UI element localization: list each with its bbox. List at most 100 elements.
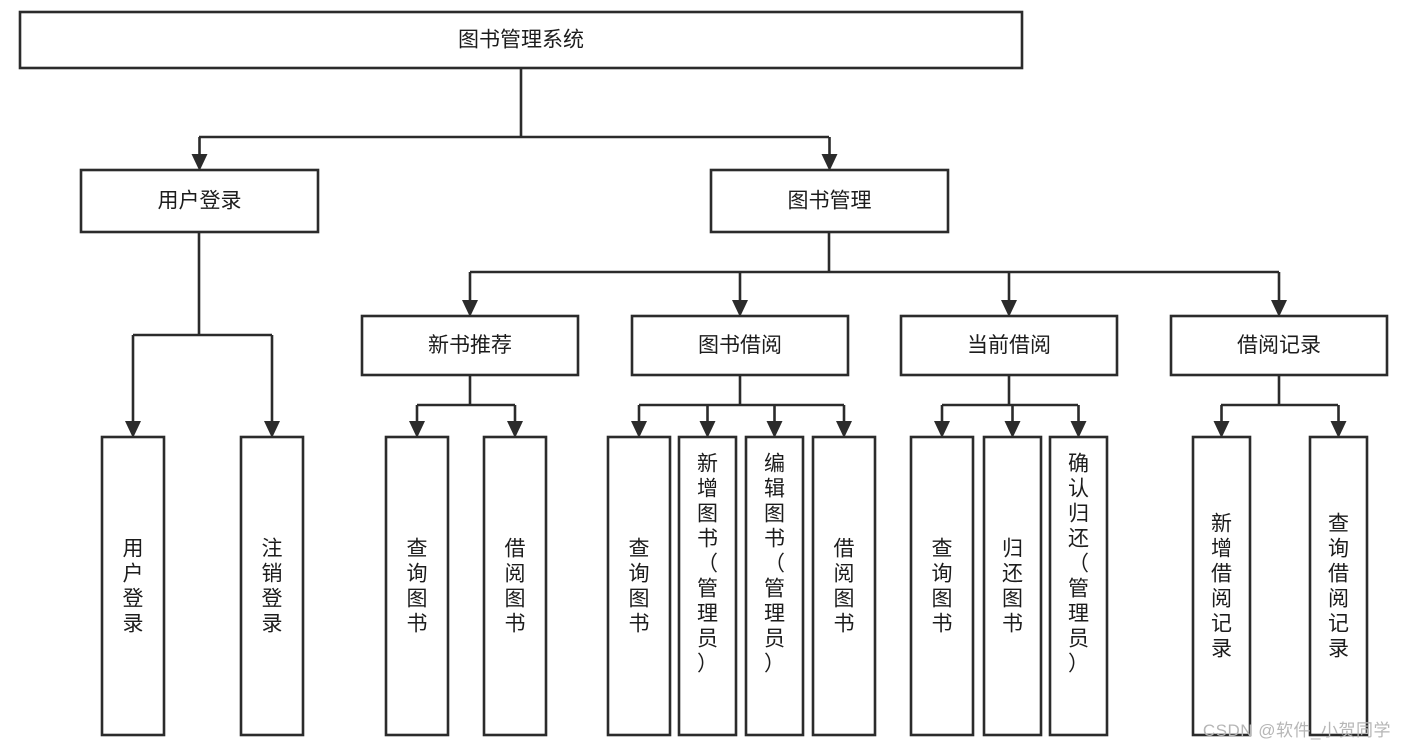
arrow-head-icon: [631, 421, 647, 438]
node-label-leaf-query-record: 查询借阅记录: [1328, 513, 1349, 661]
arrow-head-icon: [125, 421, 141, 438]
node-box-leaf-query-book-3: [909, 435, 975, 737]
node-box-book-manage: [709, 168, 950, 234]
node-leaf-borrow-book-2[interactable]: 借阅图书: [811, 435, 877, 737]
edge-root-to-user-login: [191, 137, 208, 171]
node-box-leaf-query-record: [1308, 435, 1369, 737]
node-box-root: [18, 10, 1024, 70]
arrow-head-icon: [462, 300, 478, 317]
node-leaf-query-book-2[interactable]: 查询图书: [606, 435, 672, 737]
node-box-borrow-record: [1169, 314, 1389, 377]
node-label-leaf-edit-book: 编辑图书（管理员）: [764, 453, 785, 676]
node-leaf-add-book[interactable]: 新增图书（管理员）: [677, 435, 738, 737]
edges-layer: [125, 68, 1347, 438]
node-label-current-borrow: 当前借阅: [967, 334, 1051, 357]
edge-book-borrow-to-leaf-edit-book: [766, 405, 783, 438]
connector-bus-root: [199, 68, 829, 139]
arrow-head-icon: [1330, 421, 1347, 438]
node-leaf-confirm-return[interactable]: 确认归还（管理员）: [1048, 435, 1109, 737]
node-box-leaf-user-logout: [239, 435, 305, 737]
node-box-book-borrow: [630, 314, 850, 377]
node-label-leaf-add-book: 新增图书（管理员）: [697, 453, 718, 676]
edge-current-borrow-to-leaf-confirm-return: [1070, 405, 1087, 438]
node-new-book-rec[interactable]: 新书推荐: [360, 314, 580, 377]
node-label-borrow-record: 借阅记录: [1237, 334, 1321, 357]
node-box-current-borrow: [899, 314, 1119, 377]
node-label-leaf-add-record: 新增借阅记录: [1211, 513, 1232, 661]
node-leaf-edit-book[interactable]: 编辑图书（管理员）: [744, 435, 805, 737]
node-box-leaf-query-book-1: [384, 435, 450, 737]
node-leaf-user-logout[interactable]: 注销登录: [239, 435, 305, 737]
node-label-leaf-user-login: 用户登录: [123, 538, 144, 636]
node-label-leaf-borrow-book-1: 借阅图书: [505, 538, 526, 636]
node-box-leaf-confirm-return: [1048, 435, 1109, 737]
arrow-head-icon: [264, 421, 280, 438]
node-label-leaf-user-logout: 注销登录: [262, 538, 283, 636]
node-leaf-user-login[interactable]: 用户登录: [100, 435, 166, 737]
node-current-borrow[interactable]: 当前借阅: [899, 314, 1119, 377]
node-label-book-manage: 图书管理: [788, 190, 872, 213]
connector-bus-book-borrow: [639, 375, 844, 407]
node-leaf-add-record[interactable]: 新增借阅记录: [1191, 435, 1252, 737]
nodes-layer: 图书管理系统用户登录图书管理新书推荐图书借阅当前借阅借阅记录用户登录注销登录查询…: [18, 10, 1389, 737]
node-label-leaf-query-book-3: 查询图书: [932, 538, 953, 636]
arrow-head-icon: [766, 421, 783, 438]
arrow-head-icon: [507, 421, 523, 438]
arrow-head-icon: [1004, 421, 1021, 438]
node-leaf-query-book-1[interactable]: 查询图书: [384, 435, 450, 737]
arrow-head-icon: [821, 154, 838, 171]
connector-bus-book-manage: [470, 232, 1279, 274]
node-box-user-login: [79, 168, 320, 234]
node-book-borrow[interactable]: 图书借阅: [630, 314, 850, 377]
node-leaf-query-record[interactable]: 查询借阅记录: [1308, 435, 1369, 737]
edge-book-borrow-to-leaf-query-book-2: [631, 405, 647, 438]
node-box-leaf-return-book: [982, 435, 1043, 737]
node-label-new-book-rec: 新书推荐: [428, 334, 512, 357]
arrow-head-icon: [732, 300, 748, 317]
arrow-head-icon: [1213, 421, 1230, 438]
arrow-head-icon: [409, 421, 425, 438]
node-box-new-book-rec: [360, 314, 580, 377]
connector-bus-borrow-record: [1221, 375, 1338, 407]
arrow-head-icon: [1070, 421, 1087, 438]
node-user-login[interactable]: 用户登录: [79, 168, 320, 234]
node-leaf-query-book-3[interactable]: 查询图书: [909, 435, 975, 737]
edge-borrow-record-to-leaf-query-record: [1330, 405, 1347, 438]
node-leaf-return-book[interactable]: 归还图书: [982, 435, 1043, 737]
node-label-leaf-return-book: 归还图书: [1002, 538, 1023, 636]
node-label-book-borrow: 图书借阅: [698, 334, 782, 357]
connector-bus-user-login: [133, 232, 272, 337]
edge-new-book-rec-to-leaf-query-book-1: [409, 405, 425, 438]
node-box-leaf-borrow-book-2: [811, 435, 877, 737]
node-label-leaf-confirm-return: 确认归还（管理员）: [1068, 453, 1089, 676]
node-label-user-login: 用户登录: [158, 190, 242, 213]
arrow-head-icon: [934, 421, 950, 438]
edge-book-borrow-to-leaf-borrow-book-2: [836, 405, 852, 438]
node-box-leaf-user-login: [100, 435, 166, 737]
node-label-leaf-query-book-1: 查询图书: [407, 538, 428, 636]
connector-bus-current-borrow: [942, 375, 1078, 407]
edge-book-borrow-to-leaf-add-book: [699, 405, 716, 438]
arrow-head-icon: [836, 421, 852, 438]
edge-book-manage-to-current-borrow: [1001, 272, 1017, 317]
arrow-head-icon: [699, 421, 716, 438]
arrow-head-icon: [191, 154, 208, 171]
node-borrow-record[interactable]: 借阅记录: [1169, 314, 1389, 377]
edge-user-login-to-leaf-user-logout: [264, 335, 280, 438]
node-leaf-borrow-book-1[interactable]: 借阅图书: [482, 435, 548, 737]
arrow-head-icon: [1271, 300, 1287, 317]
node-box-leaf-borrow-book-1: [482, 435, 548, 737]
node-label-leaf-borrow-book-2: 借阅图书: [834, 538, 855, 636]
edge-book-manage-to-borrow-record: [1271, 272, 1287, 317]
node-book-manage[interactable]: 图书管理: [709, 168, 950, 234]
node-box-leaf-edit-book: [744, 435, 805, 737]
edge-book-manage-to-book-borrow: [732, 272, 748, 317]
edge-new-book-rec-to-leaf-borrow-book-1: [507, 405, 523, 438]
node-box-leaf-add-book: [677, 435, 738, 737]
node-label-leaf-query-book-2: 查询图书: [629, 538, 650, 636]
edge-borrow-record-to-leaf-add-record: [1213, 405, 1230, 438]
node-root[interactable]: 图书管理系统: [18, 10, 1024, 70]
edge-book-manage-to-new-book-rec: [462, 272, 478, 317]
